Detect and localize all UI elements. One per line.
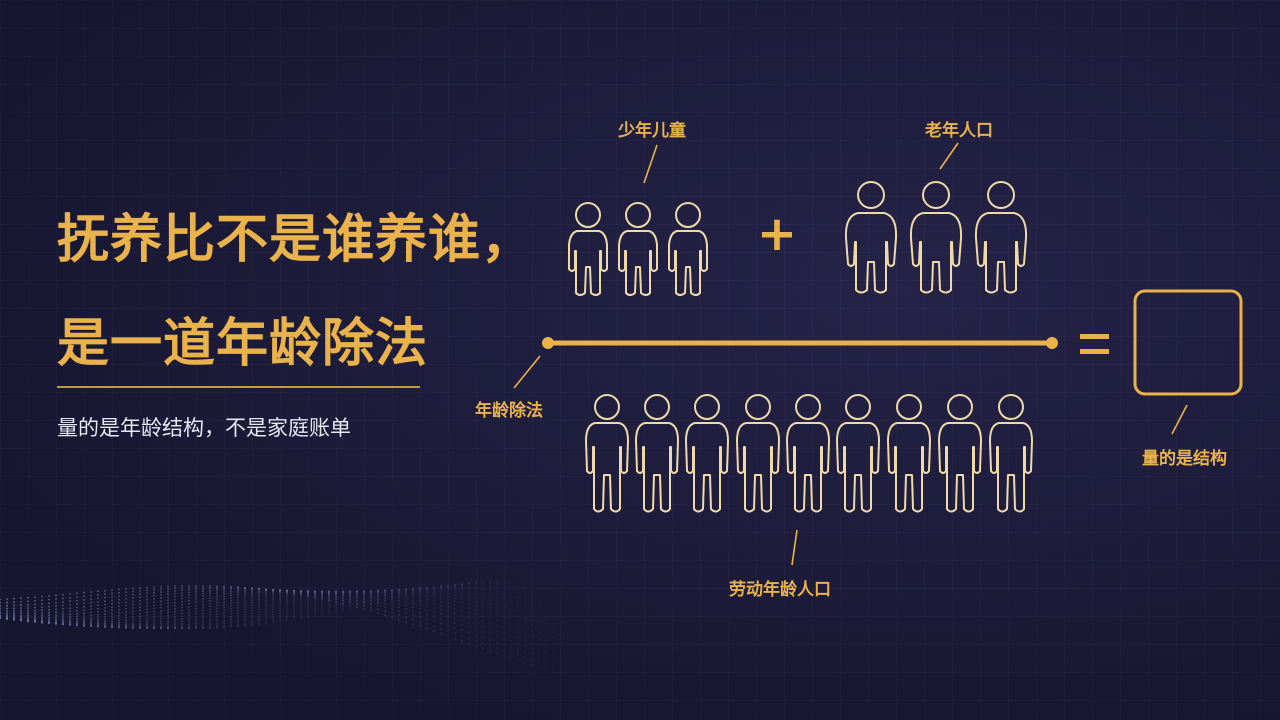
child-figure-icon — [668, 202, 708, 296]
subtitle: 量的是年龄结构，不是家庭账单 — [57, 416, 351, 440]
adult-figure-icon — [938, 394, 982, 513]
children-label: 少年儿童 — [618, 121, 686, 141]
fraction-bar — [542, 337, 1058, 349]
adult-figure-icon — [685, 394, 729, 513]
adult-figure-icon — [989, 394, 1033, 513]
working-age-group — [585, 394, 1033, 513]
title-divider — [57, 386, 420, 388]
result-label: 量的是结构 — [1142, 449, 1227, 469]
children-group — [568, 202, 708, 296]
working-leader-line — [791, 529, 798, 566]
elder-figure-icon — [909, 181, 963, 294]
adult-figure-icon — [635, 394, 679, 513]
working-age-label: 劳动年龄人口 — [729, 580, 831, 600]
child-figure-icon — [568, 202, 608, 296]
plus-sign-icon: + — [757, 206, 797, 262]
elderly-group — [844, 181, 1028, 294]
division-leader-line — [513, 355, 541, 389]
elderly-label: 老年人口 — [925, 121, 993, 141]
elderly-leader-line — [939, 142, 959, 170]
title-line-2: 是一道年龄除法 — [57, 314, 429, 374]
children-leader-line — [643, 144, 658, 184]
adult-figure-icon — [836, 394, 880, 513]
elder-figure-icon — [844, 181, 898, 294]
elder-figure-icon — [974, 181, 1028, 294]
adult-figure-icon — [786, 394, 830, 513]
adult-figure-icon — [736, 394, 780, 513]
result-leader-line — [1171, 404, 1188, 435]
result-box — [1133, 289, 1243, 396]
adult-figure-icon — [887, 394, 931, 513]
child-figure-icon — [618, 202, 658, 296]
division-label: 年龄除法 — [475, 401, 543, 421]
adult-figure-icon — [585, 394, 629, 513]
equals-sign-icon — [1080, 334, 1109, 354]
title-line-1: 抚养比不是谁养谁， — [57, 210, 535, 270]
